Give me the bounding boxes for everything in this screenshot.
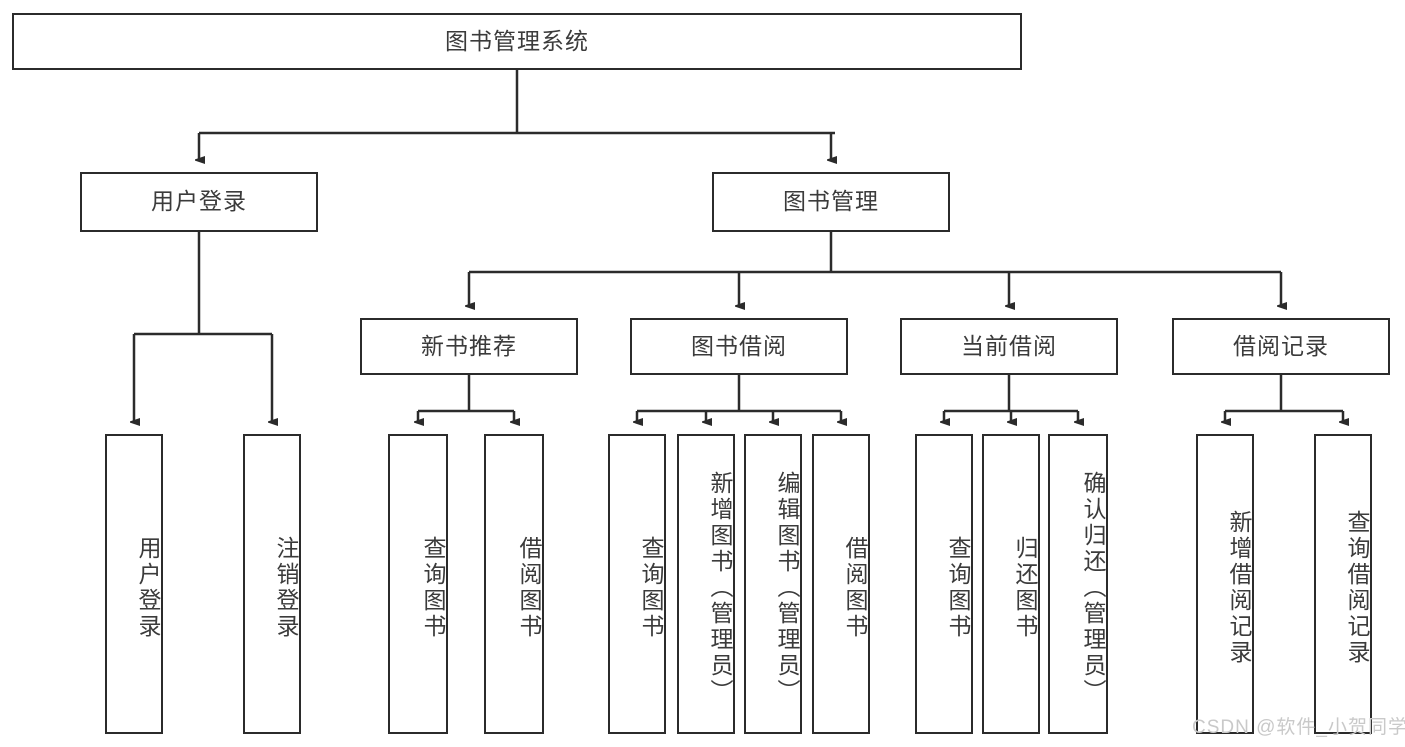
node-book-borrow[interactable]: 图书借阅 (630, 318, 848, 375)
node-leaf-user-login-label: 用户登录 (135, 536, 161, 640)
node-borrow-record-label: 借阅记录 (1233, 332, 1329, 359)
node-leaf-logout-label: 注销登录 (273, 536, 299, 640)
node-new-book-recommend-label: 新书推荐 (421, 332, 517, 359)
node-book-manage[interactable]: 图书管理 (712, 172, 950, 232)
csdn-watermark: CSDN @软件_小贺同学 (1192, 717, 1405, 738)
node-leaf-edit-book-admin-label: 编辑图书（管理员） (774, 471, 800, 705)
node-borrow-record[interactable]: 借阅记录 (1172, 318, 1390, 375)
node-leaf-query-book-current[interactable]: 查询图书 (915, 434, 973, 734)
node-leaf-add-book-admin[interactable]: 新增图书（管理员） (677, 434, 735, 734)
node-current-borrow-label: 当前借阅 (961, 332, 1057, 359)
node-leaf-return-book[interactable]: 归还图书 (982, 434, 1040, 734)
node-leaf-query-book-recommend[interactable]: 查询图书 (388, 434, 448, 734)
node-leaf-confirm-return-admin[interactable]: 确认归还（管理员） (1048, 434, 1108, 734)
node-leaf-query-book-current-label: 查询图书 (945, 536, 971, 640)
node-leaf-query-book-borrow-label: 查询图书 (638, 536, 664, 640)
node-current-borrow[interactable]: 当前借阅 (900, 318, 1118, 375)
node-leaf-confirm-return-admin-label: 确认归还（管理员） (1080, 471, 1106, 705)
node-leaf-add-borrow-record-label: 新增借阅记录 (1226, 510, 1252, 666)
node-book-manage-label: 图书管理 (783, 188, 879, 215)
node-leaf-user-login[interactable]: 用户登录 (105, 434, 163, 734)
node-user-login[interactable]: 用户登录 (80, 172, 318, 232)
node-root-label: 图书管理系统 (445, 27, 589, 54)
node-leaf-borrow-book-label: 借阅图书 (842, 536, 868, 640)
node-leaf-edit-book-admin[interactable]: 编辑图书（管理员） (744, 434, 802, 734)
node-leaf-query-borrow-record[interactable]: 查询借阅记录 (1314, 434, 1372, 734)
node-book-borrow-label: 图书借阅 (691, 332, 787, 359)
node-leaf-add-borrow-record[interactable]: 新增借阅记录 (1196, 434, 1254, 734)
node-user-login-label: 用户登录 (151, 188, 247, 215)
node-leaf-logout[interactable]: 注销登录 (243, 434, 301, 734)
node-leaf-return-book-label: 归还图书 (1012, 536, 1038, 640)
node-new-book-recommend[interactable]: 新书推荐 (360, 318, 578, 375)
node-leaf-query-borrow-record-label: 查询借阅记录 (1344, 510, 1370, 666)
node-leaf-query-book-recommend-label: 查询图书 (420, 536, 446, 640)
node-leaf-borrow-book-recommend[interactable]: 借阅图书 (484, 434, 544, 734)
node-leaf-borrow-book-recommend-label: 借阅图书 (516, 536, 542, 640)
node-leaf-borrow-book[interactable]: 借阅图书 (812, 434, 870, 734)
node-root[interactable]: 图书管理系统 (12, 13, 1022, 70)
node-leaf-query-book-borrow[interactable]: 查询图书 (608, 434, 666, 734)
node-leaf-add-book-admin-label: 新增图书（管理员） (707, 471, 733, 705)
